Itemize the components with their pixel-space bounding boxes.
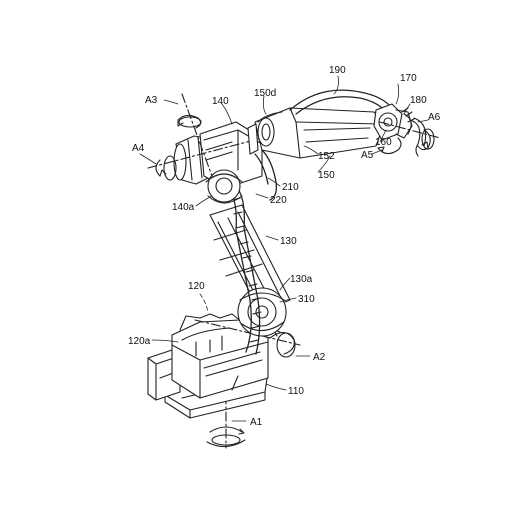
label-150d: 150d [254,88,276,99]
label-a3: A3 [145,95,158,106]
label-210: 210 [282,182,299,193]
axis-a6 [379,121,441,151]
axis-a3 [177,93,213,177]
label-a4: A4 [132,143,145,154]
label-a1: A1 [250,417,263,428]
wrist-160 [373,103,427,157]
label-a2: A2 [313,352,326,363]
label-130a: 130a [290,274,313,285]
label-160: 160 [375,137,392,148]
label-190: 190 [329,65,346,76]
axis-label-arrows [231,119,429,422]
label-180: 180 [410,95,427,106]
label-120: 120 [188,281,205,292]
label-a5: A5 [361,150,374,161]
label-120a: 120a [128,336,151,347]
label-110: 110 [288,386,304,397]
lower-body-120 [147,313,269,401]
cable-190 [289,89,393,115]
label-170: 170 [400,73,417,84]
label-310: 310 [298,294,315,305]
label-130: 130 [280,236,297,247]
axis-a5 [377,137,402,155]
label-a6: A6 [428,112,441,123]
label-150: 150 [318,170,335,181]
label-140: 140 [212,96,229,107]
upper-body-140 [173,121,263,204]
leader-lines [139,75,411,391]
reference-labels: 190 170 150d 140 180 A3 160 A6 A4 A5 152… [128,65,441,428]
label-152: 152 [318,151,335,162]
label-140a: 140a [172,202,195,213]
cable-guide [227,185,262,355]
label-220: 220 [270,195,287,206]
